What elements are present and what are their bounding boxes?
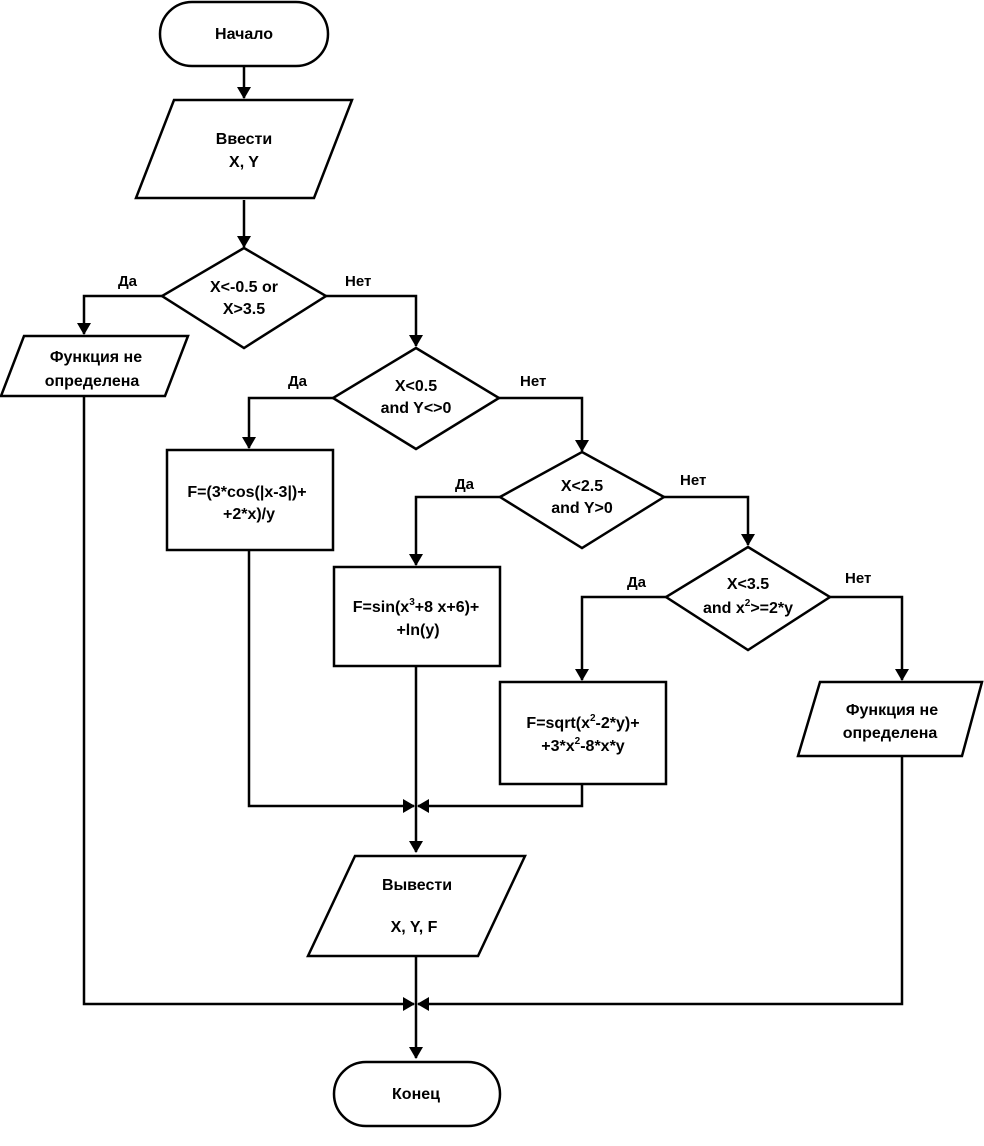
formula1-line2: +2*x)/y [223,506,275,523]
undefined-left-line2: определена [45,373,140,390]
connector-left-undefined-merge [82,397,415,1011]
input-block: Ввести X, Y [134,98,354,200]
cond4-no-label: Нет [845,570,871,587]
connector-cond2-yes [242,396,333,449]
cond2-no-label: Нет [520,373,546,390]
cond1-no-label: Нет [345,273,371,290]
cond4-yes-label: Да [627,574,647,591]
connector-formula3-merge [417,785,584,813]
cond3-label-line2: and Y>0 [551,500,613,517]
formula-3-block: F=sqrt(x2-2*y)+ +3*x2-8*x*y [498,680,668,786]
condition-3: X<2.5 and Y>0 [497,450,667,550]
connector-cond4-no [830,595,909,681]
connector-cond3-yes [409,495,500,566]
cond1-label-line1: X<-0.5 or [210,279,278,296]
condition-1: X<-0.5 or X>3.5 [159,246,329,350]
connector-formula1-merge [247,551,415,813]
end-terminator: Конец [332,1060,502,1128]
cond3-yes-label: Да [455,476,475,493]
undefined-left-line1: Функция не [50,349,142,366]
connector-cond4-yes [575,595,666,681]
condition-2: X<0.5 and Y<>0 [330,346,502,451]
undefined-right-block: Функция не определена [796,680,984,758]
start-label: Начало [215,26,273,43]
cond4-label-line2: and x2>=2*y [703,598,793,617]
cond2-label-line1: X<0.5 [395,378,437,395]
output-label-line1: Вывести [382,877,452,894]
formula3-line1: F=sqrt(x2-2*y)+ [526,713,639,732]
input-label-line1: Ввести [216,131,272,148]
connector-cond1-yes [77,294,162,335]
formula-2-block: F=sin(x3+8 x+6)+ +ln(y) [332,565,502,668]
cond3-no-label: Нет [680,472,706,489]
undefined-right-line1: Функция не [846,702,938,719]
cond2-yes-label: Да [288,373,308,390]
formula2-line2: +ln(y) [396,622,439,639]
connector-cond3-no [664,495,755,546]
input-label-line2: X, Y [229,154,259,171]
cond3-label-line1: X<2.5 [561,478,603,495]
connectors [77,67,909,1059]
formula-1-block: F=(3*cos(|x-3|)+ +2*x)/y [165,448,335,552]
connector-cond1-no [326,294,423,347]
undefined-right-line2: определена [843,725,938,742]
cond1-yes-label: Да [118,273,138,290]
connector-right-undefined-merge [417,757,904,1011]
condition-4: X<3.5 and x2>=2*y [663,545,833,652]
cond1-label-line2: X>3.5 [223,301,265,318]
output-label-line2: X, Y, F [391,919,438,936]
formula3-line2: +3*x2-8*x*y [541,736,625,755]
connector-cond2-no [499,396,589,452]
formula1-line1: F=(3*cos(|x-3|)+ [187,484,306,501]
output-block: Вывести X, Y, F [306,854,527,958]
start-terminator: Начало [158,0,330,68]
undefined-left-block: Функция не определена [0,334,190,398]
cond2-label-line2: and Y<>0 [381,400,452,417]
cond4-label-line1: X<3.5 [727,576,769,593]
formula2-line1: F=sin(x3+8 x+6)+ [353,597,480,616]
end-label: Конец [392,1086,440,1103]
